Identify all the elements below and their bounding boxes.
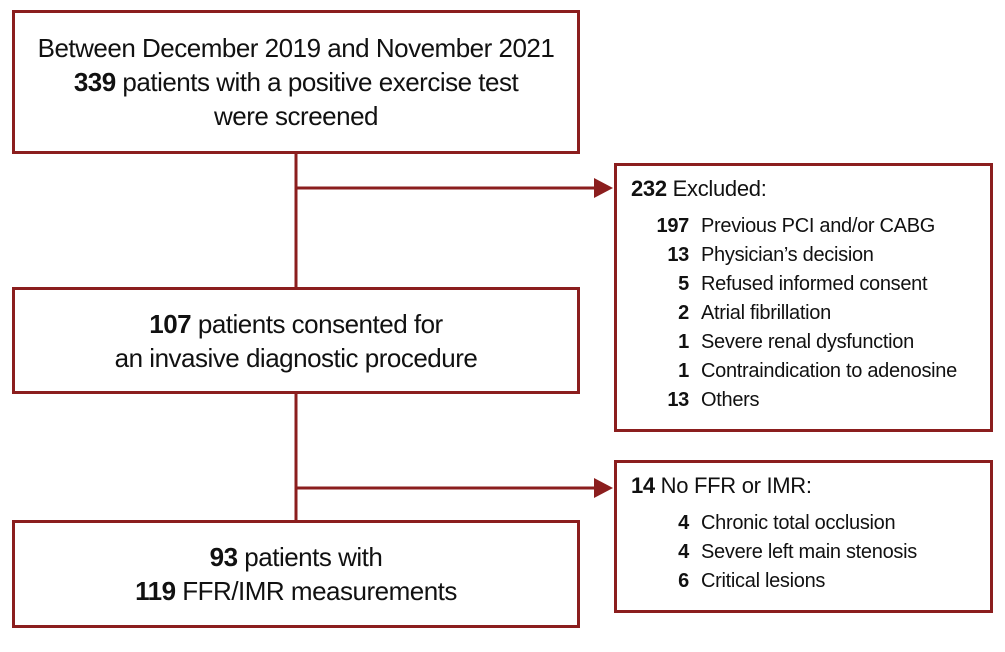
consented-text: patients consented for bbox=[191, 308, 443, 339]
measurements-text: FFR/IMR measurements bbox=[175, 576, 457, 606]
no-ffr-box: 14 No FFR or IMR: 4 Chronic total occlusi… bbox=[614, 460, 993, 613]
reason-label: Previous PCI and/or CABG bbox=[701, 215, 936, 237]
screened-period: Between December 2019 and November 2021 bbox=[37, 33, 555, 63]
reason-count: 197 bbox=[656, 215, 690, 237]
excluded-box: 232 Excluded: 197 Previous PCI and/or CAB… bbox=[614, 163, 993, 432]
reason-label: Severe renal dysfunction bbox=[701, 331, 914, 353]
consented-count: 107 bbox=[149, 308, 192, 339]
reason-item: 2 Atrial fibrillation bbox=[631, 299, 990, 328]
reason-label: Refused informed consent bbox=[701, 273, 928, 295]
reason-item: 13 Physician’s decision bbox=[631, 241, 990, 270]
reason-label: Contraindication to adenosine bbox=[701, 360, 957, 382]
reason-count: 1 bbox=[678, 360, 689, 382]
reason-item: 1 Severe renal dysfunction bbox=[631, 328, 990, 357]
reason-item: 4 Severe left main stenosis bbox=[631, 538, 990, 567]
screened-count: 339 bbox=[73, 67, 116, 97]
patients-text: patients with bbox=[237, 542, 383, 572]
consented-text-2: an invasive diagnostic procedure bbox=[114, 342, 478, 373]
excluded-label: Excluded: bbox=[666, 176, 767, 201]
reason-item: 13 Others bbox=[631, 386, 990, 415]
reason-count: 13 bbox=[667, 389, 689, 411]
screened-text: patients with a positive exercise test bbox=[115, 67, 519, 97]
patient-count: 93 bbox=[209, 542, 238, 572]
screened-box: Between December 2019 and November 2021 … bbox=[12, 10, 580, 154]
consented-box: 107 patients consented for an invasive d… bbox=[12, 287, 580, 394]
reason-item: 5 Refused informed consent bbox=[631, 270, 990, 299]
reason-label: Physician’s decision bbox=[701, 244, 874, 266]
reason-item: 197 Previous PCI and/or CABG bbox=[631, 212, 990, 241]
reason-count: 2 bbox=[678, 302, 689, 324]
reason-item: 1 Contraindication to adenosine bbox=[631, 357, 990, 386]
reason-label: Severe left main stenosis bbox=[701, 541, 917, 563]
excluded-count: 232 bbox=[631, 176, 667, 201]
arrow-excluded-head bbox=[594, 178, 613, 198]
measured-box: 93 patients with 119 FFR/IMR measurement… bbox=[12, 520, 580, 628]
reason-label: Atrial fibrillation bbox=[701, 302, 831, 324]
no-ffr-label: No FFR or IMR: bbox=[654, 473, 812, 498]
no-ffr-count: 14 bbox=[631, 473, 655, 498]
reason-count: 4 bbox=[678, 512, 689, 534]
reason-count: 6 bbox=[678, 570, 689, 592]
reason-label: Others bbox=[701, 389, 760, 411]
reason-count: 5 bbox=[678, 273, 689, 295]
arrow-noffr-head bbox=[594, 478, 613, 498]
reason-count: 13 bbox=[667, 244, 689, 266]
screened-text-2: were screened bbox=[213, 101, 379, 131]
reason-count: 4 bbox=[678, 541, 689, 563]
reason-item: 6 Critical lesions bbox=[631, 567, 990, 596]
reason-count: 1 bbox=[678, 331, 689, 353]
reason-item: 4 Chronic total occlusion bbox=[631, 509, 990, 538]
reason-label: Chronic total occlusion bbox=[701, 512, 896, 534]
measurement-count: 119 bbox=[135, 576, 176, 606]
reason-label: Critical lesions bbox=[701, 570, 826, 592]
